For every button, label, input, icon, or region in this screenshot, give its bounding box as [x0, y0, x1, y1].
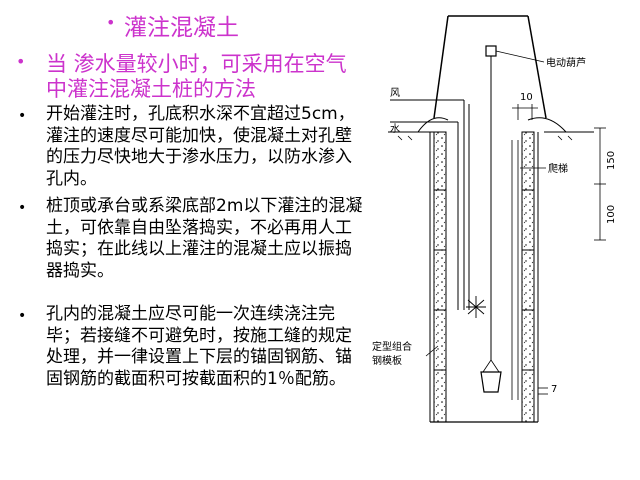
air-water-pipes: [390, 99, 470, 310]
hoist-frame: [433, 15, 547, 119]
ladder: [511, 140, 519, 400]
dim-100: 100: [606, 205, 617, 224]
dim-150: 150: [606, 151, 617, 170]
subtitle-bullet: •: [16, 52, 26, 71]
label-water: 水: [390, 123, 400, 135]
slide-title: 灌注混凝土: [124, 15, 239, 41]
label-ladder: 爬梯: [548, 162, 568, 175]
pile-construction-diagram: 电动葫芦 风 水: [372, 15, 617, 423]
text-column: • 灌注混凝土 • 当 渗水量较小时，可采用在空气中灌注混凝土桩的方法 • 开始…: [6, 8, 366, 389]
slide-subtitle: 当 渗水量较小时，可采用在空气中灌注混凝土桩的方法: [46, 52, 347, 101]
bullet-3-marker: •: [18, 308, 27, 324]
title-row: • 灌注混凝土: [6, 8, 366, 42]
label-formwork-line2: 钢模板: [372, 354, 402, 367]
borehole-left-wall: [433, 131, 447, 423]
bullet-3-text: 孔内的混凝土应尽可能一次连续浇注完毕；若接缝不可避免时，按施工缝的规定处理，并一…: [46, 304, 352, 389]
dimension-lines: [512, 104, 606, 395]
bullet-1-text: 开始灌注时，孔底积水深不宜超过5cm，灌注的速度尽可能加快，使混凝土对孔壁的压力…: [46, 104, 355, 189]
label-wind: 风: [390, 87, 400, 99]
bullet-1-marker: •: [18, 108, 27, 124]
borehole-right-wall: [521, 131, 535, 423]
label-electric-hoist: 电动葫芦: [546, 56, 586, 69]
concrete-bucket: [480, 371, 502, 393]
label-formwork-line1: 定型组合: [372, 340, 412, 353]
vibrator-icon: [466, 296, 486, 318]
ground-surface: [388, 117, 594, 141]
title-bullet: •: [106, 13, 116, 32]
bullet-2-marker: •: [18, 200, 27, 216]
bullet-2-text: 桩顶或承台或系梁底部2m以下灌注的混凝土，可依靠自由坠落捣实，不必再用人工捣实；…: [46, 196, 363, 281]
dim-7: 7: [551, 384, 557, 395]
dim-10: 10: [520, 92, 533, 103]
